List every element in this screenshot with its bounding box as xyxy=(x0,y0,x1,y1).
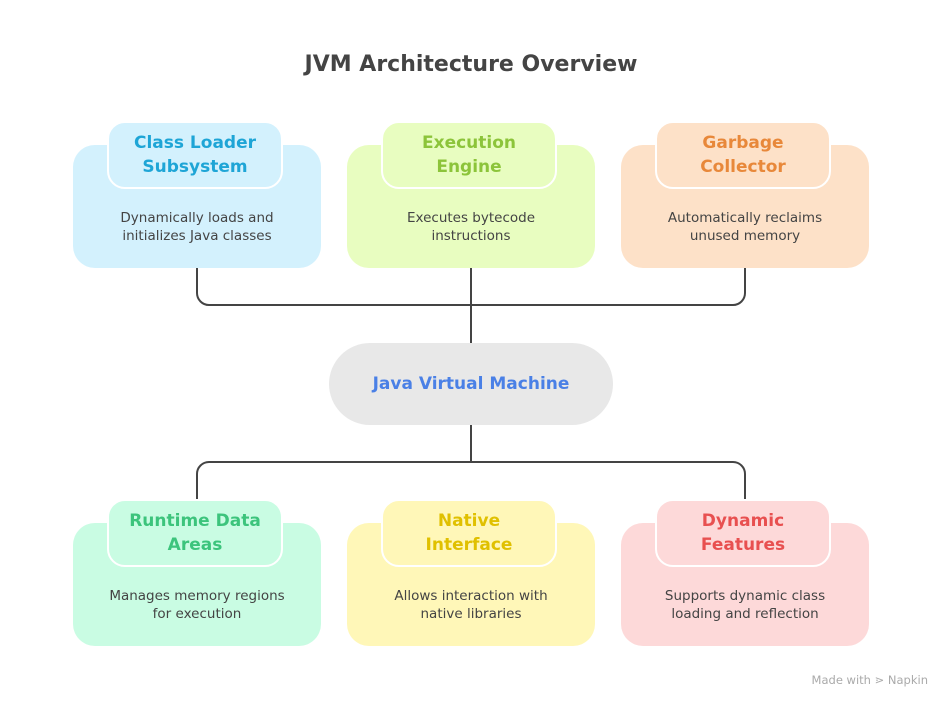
title-line: Collector xyxy=(700,157,786,177)
title-line: Subsystem xyxy=(142,157,248,177)
title-line: Class Loader xyxy=(134,133,256,153)
title-line: Areas xyxy=(167,535,223,555)
title-line: Features xyxy=(700,535,786,555)
title-line: Dynamic xyxy=(701,511,785,531)
node-description: Supports dynamic class loading and reflec… xyxy=(621,587,869,623)
desc-line: native libraries xyxy=(420,606,522,622)
footer: Made with ⋗ Napkin xyxy=(812,673,928,687)
node-description: Dynamically loads and initializes Java cl… xyxy=(73,209,321,245)
center-node: Java Virtual Machine xyxy=(329,343,613,425)
desc-line: Automatically reclaims xyxy=(667,210,823,226)
title-line: Native xyxy=(437,511,501,531)
connector-bottom xyxy=(196,425,746,523)
desc-line: Supports dynamic class xyxy=(664,588,826,604)
napkin-logo-icon: ⋗ xyxy=(874,673,885,687)
desc-line: Manages memory regions xyxy=(109,588,285,604)
desc-line: Dynamically loads and xyxy=(120,210,274,226)
desc-line: instructions xyxy=(431,228,511,244)
title-line: Garbage xyxy=(702,133,784,153)
node-description: Allows interaction with native libraries xyxy=(347,587,595,623)
node-description: Manages memory regions for execution xyxy=(73,587,321,623)
title-line: Execution xyxy=(421,133,517,153)
brand-label: Napkin xyxy=(887,673,928,687)
node-description: Executes bytecode instructions xyxy=(347,209,595,245)
desc-line: for execution xyxy=(152,606,242,622)
diagram-title: JVM Architecture Overview xyxy=(304,52,638,77)
node-description: Automatically reclaims unused memory xyxy=(621,209,869,245)
desc-line: Executes bytecode xyxy=(406,210,536,226)
title-line: Interface xyxy=(425,535,513,555)
desc-line: initializes Java classes xyxy=(122,228,272,244)
title-line: Engine xyxy=(436,157,502,177)
title-line: Runtime Data xyxy=(129,511,261,531)
desc-line: unused memory xyxy=(689,228,801,244)
desc-line: Allows interaction with xyxy=(394,588,548,604)
desc-line: loading and reflection xyxy=(671,606,819,622)
connector-top xyxy=(196,268,746,343)
made-with-label: Made with xyxy=(811,673,871,687)
